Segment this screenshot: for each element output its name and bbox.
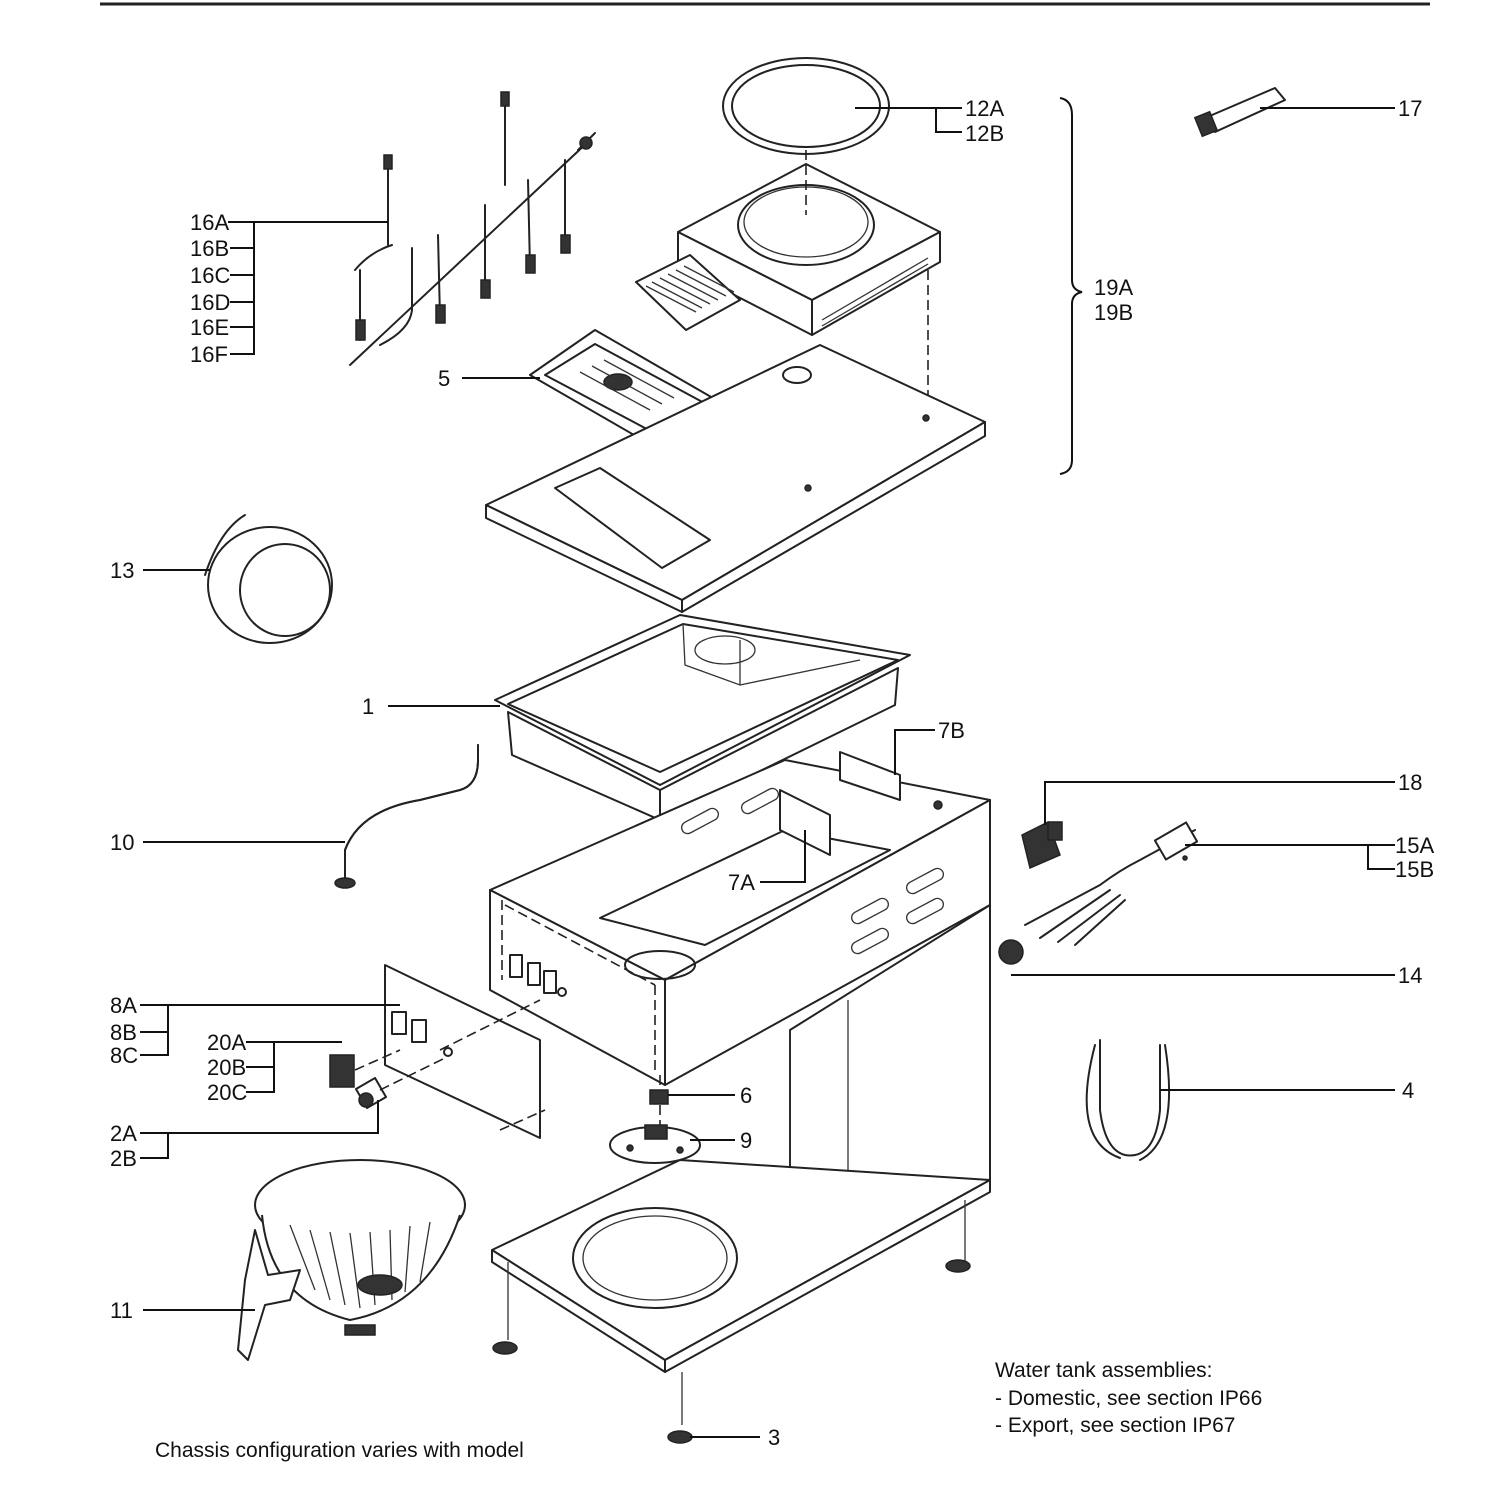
label-11: 11 — [110, 1298, 133, 1323]
label-12a: 12A — [965, 96, 1004, 121]
label-17: 17 — [1398, 96, 1422, 121]
sprayhead-fitting — [609, 1075, 701, 1164]
fill-tube — [334, 744, 479, 889]
label-20c: 20C — [207, 1080, 247, 1105]
leader-lines — [140, 97, 1395, 1438]
label-16d: 16D — [190, 290, 230, 315]
label-4: 4 — [1402, 1078, 1414, 1103]
label-16a: 16A — [190, 210, 229, 235]
brew-funnel — [237, 1159, 466, 1361]
label-15b: 15B — [1395, 857, 1434, 882]
callout-labels: 12A 12B 17 16A 16B 16C 16D 16E 16F 19A 1… — [110, 96, 1434, 1450]
tank-pan — [494, 614, 911, 821]
label-2b: 2B — [110, 1146, 137, 1171]
heating-strip — [635, 254, 741, 331]
top-cover — [485, 344, 986, 613]
label-19a: 19A — [1094, 275, 1133, 300]
knob — [998, 939, 1024, 965]
water-tank-title: Water tank assemblies: — [995, 1359, 1212, 1382]
label-16b: 16B — [190, 236, 229, 261]
label-6: 6 — [740, 1083, 752, 1108]
label-18: 18 — [1398, 770, 1422, 795]
tubing-loop — [1085, 1039, 1171, 1161]
label-7a: 7A — [728, 870, 755, 895]
label-16c: 16C — [190, 263, 230, 288]
chassis-note: Chassis configuration varies with model — [155, 1439, 524, 1462]
label-5: 5 — [438, 366, 450, 391]
label-8c: 8C — [110, 1043, 138, 1068]
power-cord — [1024, 821, 1199, 946]
label-2a: 2A — [110, 1121, 137, 1146]
label-16f: 16F — [190, 342, 228, 367]
label-10: 10 — [110, 830, 134, 855]
tubing-coil — [204, 514, 333, 644]
label-1: 1 — [362, 694, 374, 719]
water-tank-domestic: - Domestic, see section IP66 — [995, 1387, 1262, 1410]
wire-harness — [349, 91, 596, 366]
label-8b: 8B — [110, 1020, 137, 1045]
label-7b: 7B — [938, 718, 965, 743]
label-8a: 8A — [110, 993, 137, 1018]
label-20a: 20A — [207, 1030, 246, 1055]
lubricant-tube — [1193, 87, 1286, 138]
label-3: 3 — [768, 1425, 780, 1450]
label-9: 9 — [740, 1128, 752, 1153]
label-14: 14 — [1398, 963, 1422, 988]
feet — [492, 1200, 971, 1444]
label-20b: 20B — [207, 1055, 246, 1080]
front-panel — [384, 964, 546, 1139]
notes: Water tank assemblies: - Domestic, see s… — [155, 1359, 1262, 1462]
sprayhead-gasket — [722, 57, 890, 155]
label-15a: 15A — [1395, 833, 1434, 858]
label-16e: 16E — [190, 315, 229, 340]
label-19b: 19B — [1094, 300, 1133, 325]
label-13: 13 — [110, 558, 134, 583]
water-tank-export: - Export, see section IP67 — [995, 1414, 1235, 1437]
funnel-rail-assembly — [677, 150, 941, 420]
label-12b: 12B — [965, 121, 1004, 146]
switch — [329, 1049, 401, 1088]
rocker-switch — [1021, 820, 1063, 870]
base-plate — [491, 1159, 991, 1373]
chassis-body — [489, 751, 991, 1086]
